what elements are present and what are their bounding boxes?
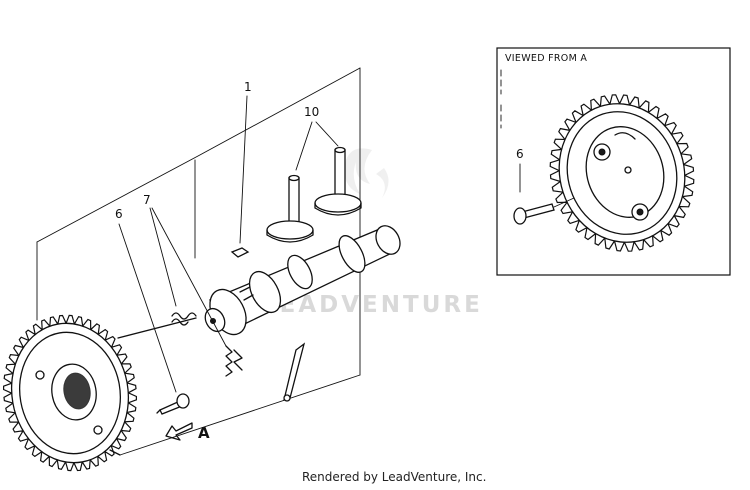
callout-1: 1 xyxy=(244,80,252,94)
inset-title: VIEWED FROM A xyxy=(505,53,587,64)
camshaft xyxy=(204,225,401,336)
cam-gear xyxy=(3,314,197,472)
callout-6-main: 6 xyxy=(115,207,123,221)
callout-7: 7 xyxy=(143,193,151,207)
callout-10: 10 xyxy=(304,105,319,119)
exploded-view-panel xyxy=(36,67,361,456)
inset-view-panel: VIEWED FROM A 6 xyxy=(496,47,731,276)
bolt-main: 6 xyxy=(115,207,190,415)
bolt-inset xyxy=(513,197,575,225)
valve-tappets: 10 xyxy=(266,105,362,243)
arrow-label-a: A xyxy=(198,424,210,442)
watermark-logo xyxy=(344,148,389,198)
callout-6-inset: 6 xyxy=(516,147,524,161)
key-part: 1 xyxy=(230,80,252,258)
view-arrow-a: A xyxy=(165,422,210,442)
inset-gear xyxy=(549,94,695,252)
pin-part xyxy=(283,342,306,402)
callout-7-group: 7 xyxy=(143,193,227,347)
credit-text: Rendered by LeadVenture, Inc. xyxy=(302,470,486,484)
governor-springs xyxy=(171,312,243,377)
